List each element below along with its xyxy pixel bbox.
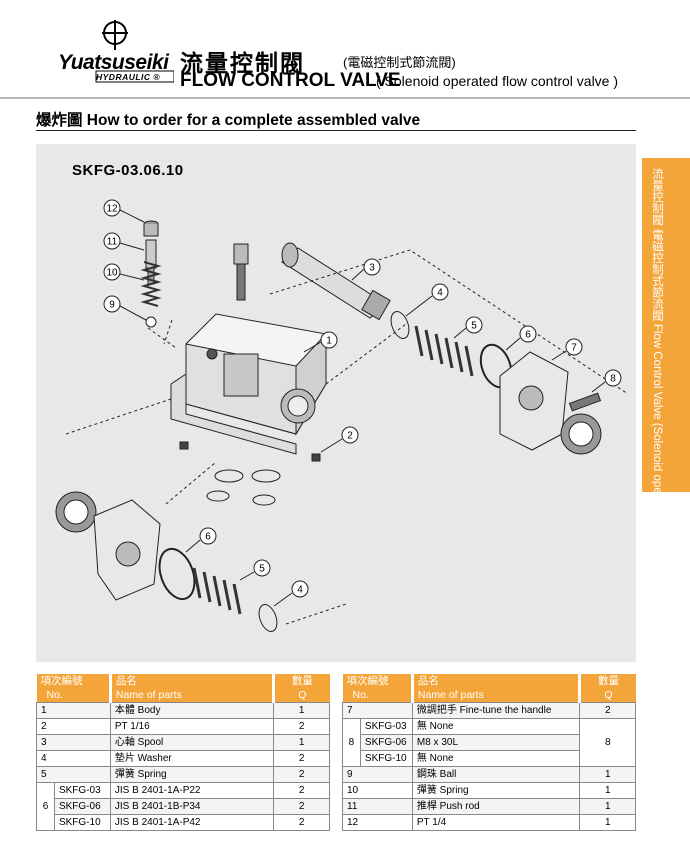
section-divider [36,130,636,131]
svg-text:5: 5 [471,321,477,332]
spring-small-icon [140,261,162,307]
callout-12: 12 [103,199,145,223]
svg-text:11: 11 [107,237,118,248]
svg-text:9: 9 [109,300,115,311]
svg-text:6: 6 [205,532,211,543]
bolt-top-icon [233,243,249,301]
header-name-cn: 品名 [412,674,582,688]
callout-2: 2 [320,426,359,453]
plug-pt14-icon [143,220,159,237]
brand-name: Yuatsuseiki [58,51,169,74]
header-q-en: Q [579,688,636,703]
callout-4-left: 4 [273,580,309,607]
table-row: 8 SKFG-03 無 None 8 [342,718,636,767]
fine-tune-handle-left-icon [55,491,161,601]
table-row: 7 微調把手 Fine-tune the handle 2 [342,702,636,719]
callout-3: 3 [351,258,381,281]
table-row: 2 PT 1/16 2 [36,718,330,735]
svg-text:4: 4 [437,288,443,299]
callout-7: 7 [551,338,583,361]
table-row: 12 PT 1/4 1 [342,814,636,831]
header-name-en: Name of parts [412,688,582,703]
table-row: SKFG-06 JIS B 2401-1B-P34 2 [37,798,330,815]
table-row: SKFG-06 M8 x 30L [343,734,636,751]
callout-11: 11 [103,232,145,251]
title-chinese: 流量控制閥 [180,50,305,76]
callout-1: 1 [303,331,338,353]
svg-text:3: 3 [369,263,375,274]
header-name-cn: 品名 [110,674,276,688]
svg-text:10: 10 [106,268,118,279]
header-no-en: No. [36,688,112,703]
parts-table-right: 項次編號 品名 數量 No. Name of parts Q 7 微調把手 Fi… [342,674,636,831]
valve-body-icon [170,313,327,455]
header-q-en: Q [273,688,330,703]
svg-text:2: 2 [347,431,353,442]
callout-6: 6 [505,325,537,351]
model-number: SKFG-03.06.10 [72,162,184,179]
brand-sub: HYDRAULIC ® [96,72,161,82]
header-q-cn: 數量 [579,674,636,688]
svg-text:6: 6 [525,330,531,341]
table-row: 4 墊片 Washer 2 [36,750,330,767]
parts-table-left: 項次編號 品名 數量 No. Name of parts Q 1 本體 Body… [36,674,330,831]
table-row: 1 本體 Body 1 [36,702,330,719]
header-no-cn: 項次編號 [342,674,414,688]
spool-icon [281,242,391,321]
svg-text:1: 1 [326,336,332,347]
table-row: 10 彈簧 Spring 1 [342,782,636,799]
side-tab-text: 流量控制閥 電磁控制式節流閥 Flow Control Valve (Solen… [651,168,663,616]
header-q-cn: 數量 [273,674,330,688]
callout-9: 9 [103,295,147,321]
table-row: 5 彈簧 Spring 2 [36,766,330,783]
svg-text:8: 8 [610,374,616,385]
section-title: 爆炸圖 How to order for a complete assemble… [36,112,421,129]
callout-6-left: 6 [185,527,217,553]
table-row: 11 推桿 Push rod 1 [342,798,636,815]
table-row: SKFG-10 無 None [343,750,636,767]
svg-text:5: 5 [259,564,265,575]
brand-logo-icon [95,20,174,83]
svg-text:7: 7 [571,343,577,354]
header-divider [0,97,690,99]
table-row: 9 鋼珠 Ball 1 [342,766,636,783]
callout-10: 10 [103,263,145,281]
header-name-en: Name of parts [110,688,276,703]
title-english: FLOW CONTROL VALVE [180,70,401,91]
table-row: 6 SKFG-03 JIS B 2401-1A-P22 2 [36,782,330,831]
spring-left-icon [192,567,242,615]
header-no-cn: 項次編號 [36,674,112,688]
callout-8: 8 [591,369,622,393]
table-row: 3 心軸 Spool 1 [36,734,330,751]
side-tab [642,158,690,492]
table-row: SKFG-10 JIS B 2401-1A-P42 2 [37,814,330,831]
title-chinese-sub: (電磁控制式節流閥) [343,55,456,70]
title-english-sub: ( Solenoid operated flow control valve ) [376,73,619,89]
callout-5: 5 [453,316,483,339]
ball-icon [145,316,157,328]
svg-text:12: 12 [106,204,118,215]
callout-5-left: 5 [239,559,271,581]
callout-4: 4 [405,283,449,317]
header-no-en: No. [342,688,414,703]
svg-text:4: 4 [297,585,303,596]
spring-large-icon [414,325,474,377]
fine-tune-handle-icon [499,351,602,455]
exploded-view-diagram: 12 11 10 9 3 4 5 6 7 8 1 2 6 5 4 [55,199,629,632]
